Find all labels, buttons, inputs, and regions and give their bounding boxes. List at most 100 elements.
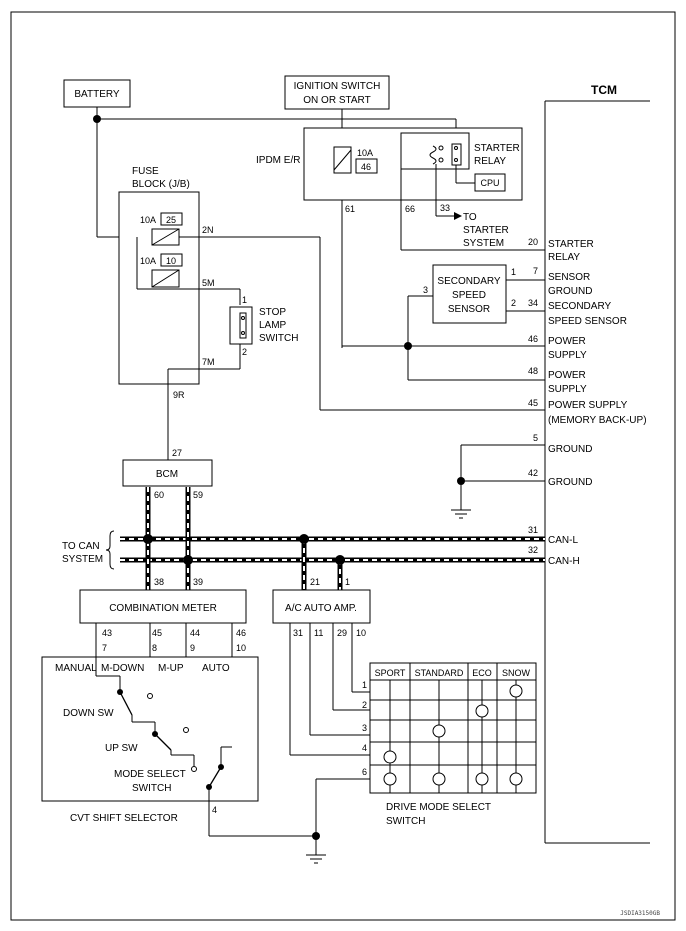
power-junction bbox=[404, 342, 412, 350]
conn-2N: 2N bbox=[202, 225, 214, 235]
up-sw-label: UP SW bbox=[105, 743, 138, 754]
tcm-pin-20: 20 bbox=[528, 237, 538, 247]
cvt-manual-label: MANUAL bbox=[55, 663, 97, 674]
conn-cv8: 8 bbox=[152, 643, 157, 653]
conn-ac10: 10 bbox=[356, 628, 366, 638]
fuse-block-label: FUSE bbox=[132, 166, 159, 177]
jb-fuse-25-number: 25 bbox=[166, 215, 176, 225]
down-sw-label: DOWN SW bbox=[63, 708, 114, 719]
can-bus bbox=[120, 487, 545, 590]
down-switch bbox=[117, 689, 153, 722]
combination-meter-label: COMBINATION METER bbox=[109, 603, 217, 614]
cvt-m-down-label: M-DOWN bbox=[101, 663, 144, 674]
ground-symbol-tcm bbox=[451, 509, 471, 519]
conn-ac1: 1 bbox=[345, 577, 350, 587]
conn-dm3: 3 bbox=[362, 723, 367, 733]
tcm-pin-32: 32 bbox=[528, 545, 538, 555]
mode-select-switch bbox=[191, 764, 224, 790]
conn-sl1: 1 bbox=[242, 295, 247, 305]
to-starter-arrow bbox=[454, 212, 462, 220]
tcm-pin-label: RELAY bbox=[548, 252, 580, 263]
conn-bcm60: 60 bbox=[154, 490, 164, 500]
conn-ss3: 3 bbox=[423, 285, 428, 295]
tcm-pin-label: CAN-H bbox=[548, 556, 580, 567]
conn-dm6: 6 bbox=[362, 767, 367, 777]
tcm-pin-label: STARTER bbox=[548, 239, 594, 250]
ipdm-fuse-number-box bbox=[355, 158, 378, 174]
to-starter-label-2: STARTER bbox=[463, 225, 509, 236]
conn-cm39: 39 bbox=[193, 577, 203, 587]
tcm-pin-label: GROUND bbox=[548, 477, 592, 488]
ground-junction bbox=[457, 477, 465, 485]
secondary-sensor-label: SECONDARY bbox=[437, 276, 500, 287]
diagram-frame bbox=[10, 11, 676, 921]
stop-lamp-label: STOP bbox=[259, 307, 286, 318]
tcm-pin-31: 31 bbox=[528, 525, 538, 535]
tcm-pin-5: 5 bbox=[533, 433, 538, 443]
drive-mode-sport: SPORT bbox=[375, 668, 406, 678]
drive-mode-snow: SNOW bbox=[502, 668, 531, 678]
conn-cm38: 38 bbox=[154, 577, 164, 587]
ignition-switch-box bbox=[284, 75, 390, 110]
conn-dm1: 1 bbox=[362, 680, 367, 690]
bcm-label: BCM bbox=[156, 469, 178, 480]
conn-cm44: 44 bbox=[190, 628, 200, 638]
conn-cm46: 46 bbox=[236, 628, 246, 638]
jb-fuse-25-rating: 10A bbox=[140, 215, 156, 225]
cvt-m-up-label: M-UP bbox=[158, 663, 184, 674]
bcm-box bbox=[122, 459, 213, 487]
tcm-pin-label: POWER bbox=[548, 370, 586, 381]
conn-cv10: 10 bbox=[236, 643, 246, 653]
conn-cm43: 43 bbox=[102, 628, 112, 638]
cpu-box bbox=[474, 173, 506, 192]
conn-61: 61 bbox=[345, 204, 355, 214]
conn-5M: 5M bbox=[202, 278, 215, 288]
conn-dm2: 2 bbox=[362, 700, 367, 710]
conn-sl2: 2 bbox=[242, 347, 247, 357]
tcm-pin-45: 45 bbox=[528, 398, 538, 408]
secondary-sensor-label-3: SENSOR bbox=[448, 304, 490, 315]
conn-66: 66 bbox=[405, 204, 415, 214]
ipdm-fuse-rating: 10A bbox=[357, 148, 373, 158]
jb-fuse-10-number-box bbox=[160, 253, 183, 267]
tcm-pin-label: CAN-L bbox=[548, 535, 578, 546]
conn-cm45: 45 bbox=[152, 628, 162, 638]
ipdm-label: IPDM E/R bbox=[256, 155, 300, 166]
to-can-label-2: SYSTEM bbox=[62, 554, 103, 565]
secondary-speed-sensor-box bbox=[432, 264, 507, 324]
ac-auto-amp-label: A/C AUTO AMP. bbox=[285, 603, 357, 614]
battery-junction bbox=[93, 115, 101, 123]
conn-bcm59: 59 bbox=[193, 490, 203, 500]
starter-relay-label-2: RELAY bbox=[474, 156, 506, 167]
starter-relay-coil bbox=[429, 145, 437, 165]
tcm-pin-42: 42 bbox=[528, 468, 538, 478]
conn-7M: 7M bbox=[202, 357, 215, 367]
mode-select-label-2: SWITCH bbox=[132, 783, 171, 794]
to-starter-label-3: SYSTEM bbox=[463, 238, 504, 249]
drive-mode-label-2: SWITCH bbox=[386, 816, 425, 827]
ignition-switch-label-2: ON OR START bbox=[303, 95, 370, 106]
tcm-pin-label: SPEED SENSOR bbox=[548, 316, 627, 327]
conn-ac21: 21 bbox=[310, 577, 320, 587]
conn-ac29: 29 bbox=[337, 628, 347, 638]
bottom-ground-junction bbox=[312, 832, 320, 840]
tcm-pin-46: 46 bbox=[528, 334, 538, 344]
conn-ss2: 2 bbox=[511, 298, 516, 308]
conn-cv7: 7 bbox=[102, 643, 107, 653]
conn-ac31: 31 bbox=[293, 628, 303, 638]
ipdm-fuse-number: 46 bbox=[361, 162, 371, 172]
jb-fuse-25-number-box bbox=[160, 212, 183, 226]
cvt-selector-label: CVT SHIFT SELECTOR bbox=[70, 813, 178, 824]
drive-mode-grid bbox=[369, 662, 537, 794]
conn-9R: 9R bbox=[173, 390, 185, 400]
drive-mode-contacts bbox=[383, 684, 523, 786]
drive-mode-standard: STANDARD bbox=[415, 668, 464, 678]
fuse-block-box bbox=[118, 191, 200, 385]
tcm-pin-label: POWER bbox=[548, 336, 586, 347]
jb-fuse-10-number: 10 bbox=[166, 256, 176, 266]
tcm-pin-label: GROUND bbox=[548, 286, 592, 297]
tcm-pin-48: 48 bbox=[528, 366, 538, 376]
tcm-pin-label: POWER SUPPLY bbox=[548, 400, 628, 411]
ac-auto-amp-box bbox=[272, 589, 371, 624]
